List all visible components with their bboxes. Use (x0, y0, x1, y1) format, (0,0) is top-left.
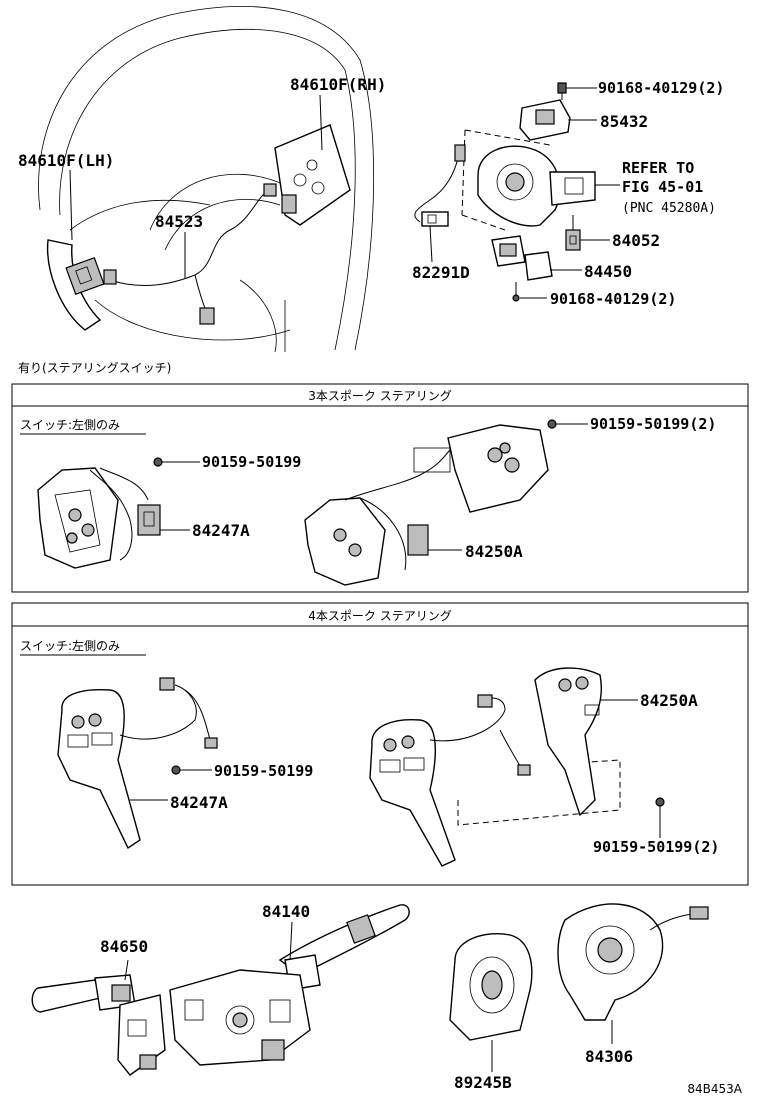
label-84610f-lh: 84610F(LH) (18, 151, 114, 170)
section-4-spoke-subtitle: スイッチ:左側のみ (20, 638, 120, 653)
label-90168-40129-top: 90168-40129(2) (598, 79, 724, 97)
section-3-spoke: 3本スポーク ステアリング スイッチ:左側のみ 90159-50199 8424 (11, 383, 749, 593)
label-3s-90159-50199: 90159-50199 (202, 453, 301, 471)
label-84450: 84450 (584, 262, 632, 281)
section-3-spoke-subtitle: スイッチ:左側のみ (20, 417, 120, 432)
combination-switch-drawing (31, 903, 709, 1076)
label-85432: 85432 (600, 112, 648, 131)
refer-line-1: REFER TO (622, 159, 694, 177)
label-90168-40129-bottom: 90168-40129(2) (550, 290, 676, 308)
label-4s-90159-50199-2: 90159-50199(2) (593, 838, 719, 856)
label-3s-90159-50199-2: 90159-50199(2) (590, 415, 716, 433)
figure-code: 84B453A (687, 1082, 742, 1096)
steering-wheel-drawing (38, 6, 375, 353)
refer-line-3: (PNC 45280A) (622, 201, 716, 216)
label-84610f-rh: 84610F(RH) (290, 75, 386, 94)
label-3s-84247a: 84247A (192, 521, 250, 540)
caption-with-steering-switch: 有り(ステアリングスイッチ) (18, 361, 171, 375)
steering-column-assembly-drawing (414, 82, 596, 302)
label-84306: 84306 (585, 1047, 633, 1066)
section-3-spoke-title: 3本スポーク ステアリング (308, 389, 451, 403)
label-84650: 84650 (100, 937, 148, 956)
section-4-spoke: 4本スポーク ステアリング スイッチ:左側のみ 84250 (11, 602, 749, 886)
section-4-spoke-title: 4本スポーク ステアリング (308, 609, 451, 623)
label-89245b: 89245B (454, 1073, 512, 1092)
label-84052: 84052 (612, 231, 660, 250)
label-84140: 84140 (262, 902, 310, 921)
label-4s-84247a: 84247A (170, 793, 228, 812)
label-82291d: 82291D (412, 263, 470, 282)
label-4s-90159-50199: 90159-50199 (214, 762, 313, 780)
refer-line-2: FIG 45-01 (622, 178, 703, 196)
label-4s-84250a: 84250A (640, 691, 698, 710)
label-3s-84250a: 84250A (465, 542, 523, 561)
label-84523: 84523 (155, 212, 203, 231)
